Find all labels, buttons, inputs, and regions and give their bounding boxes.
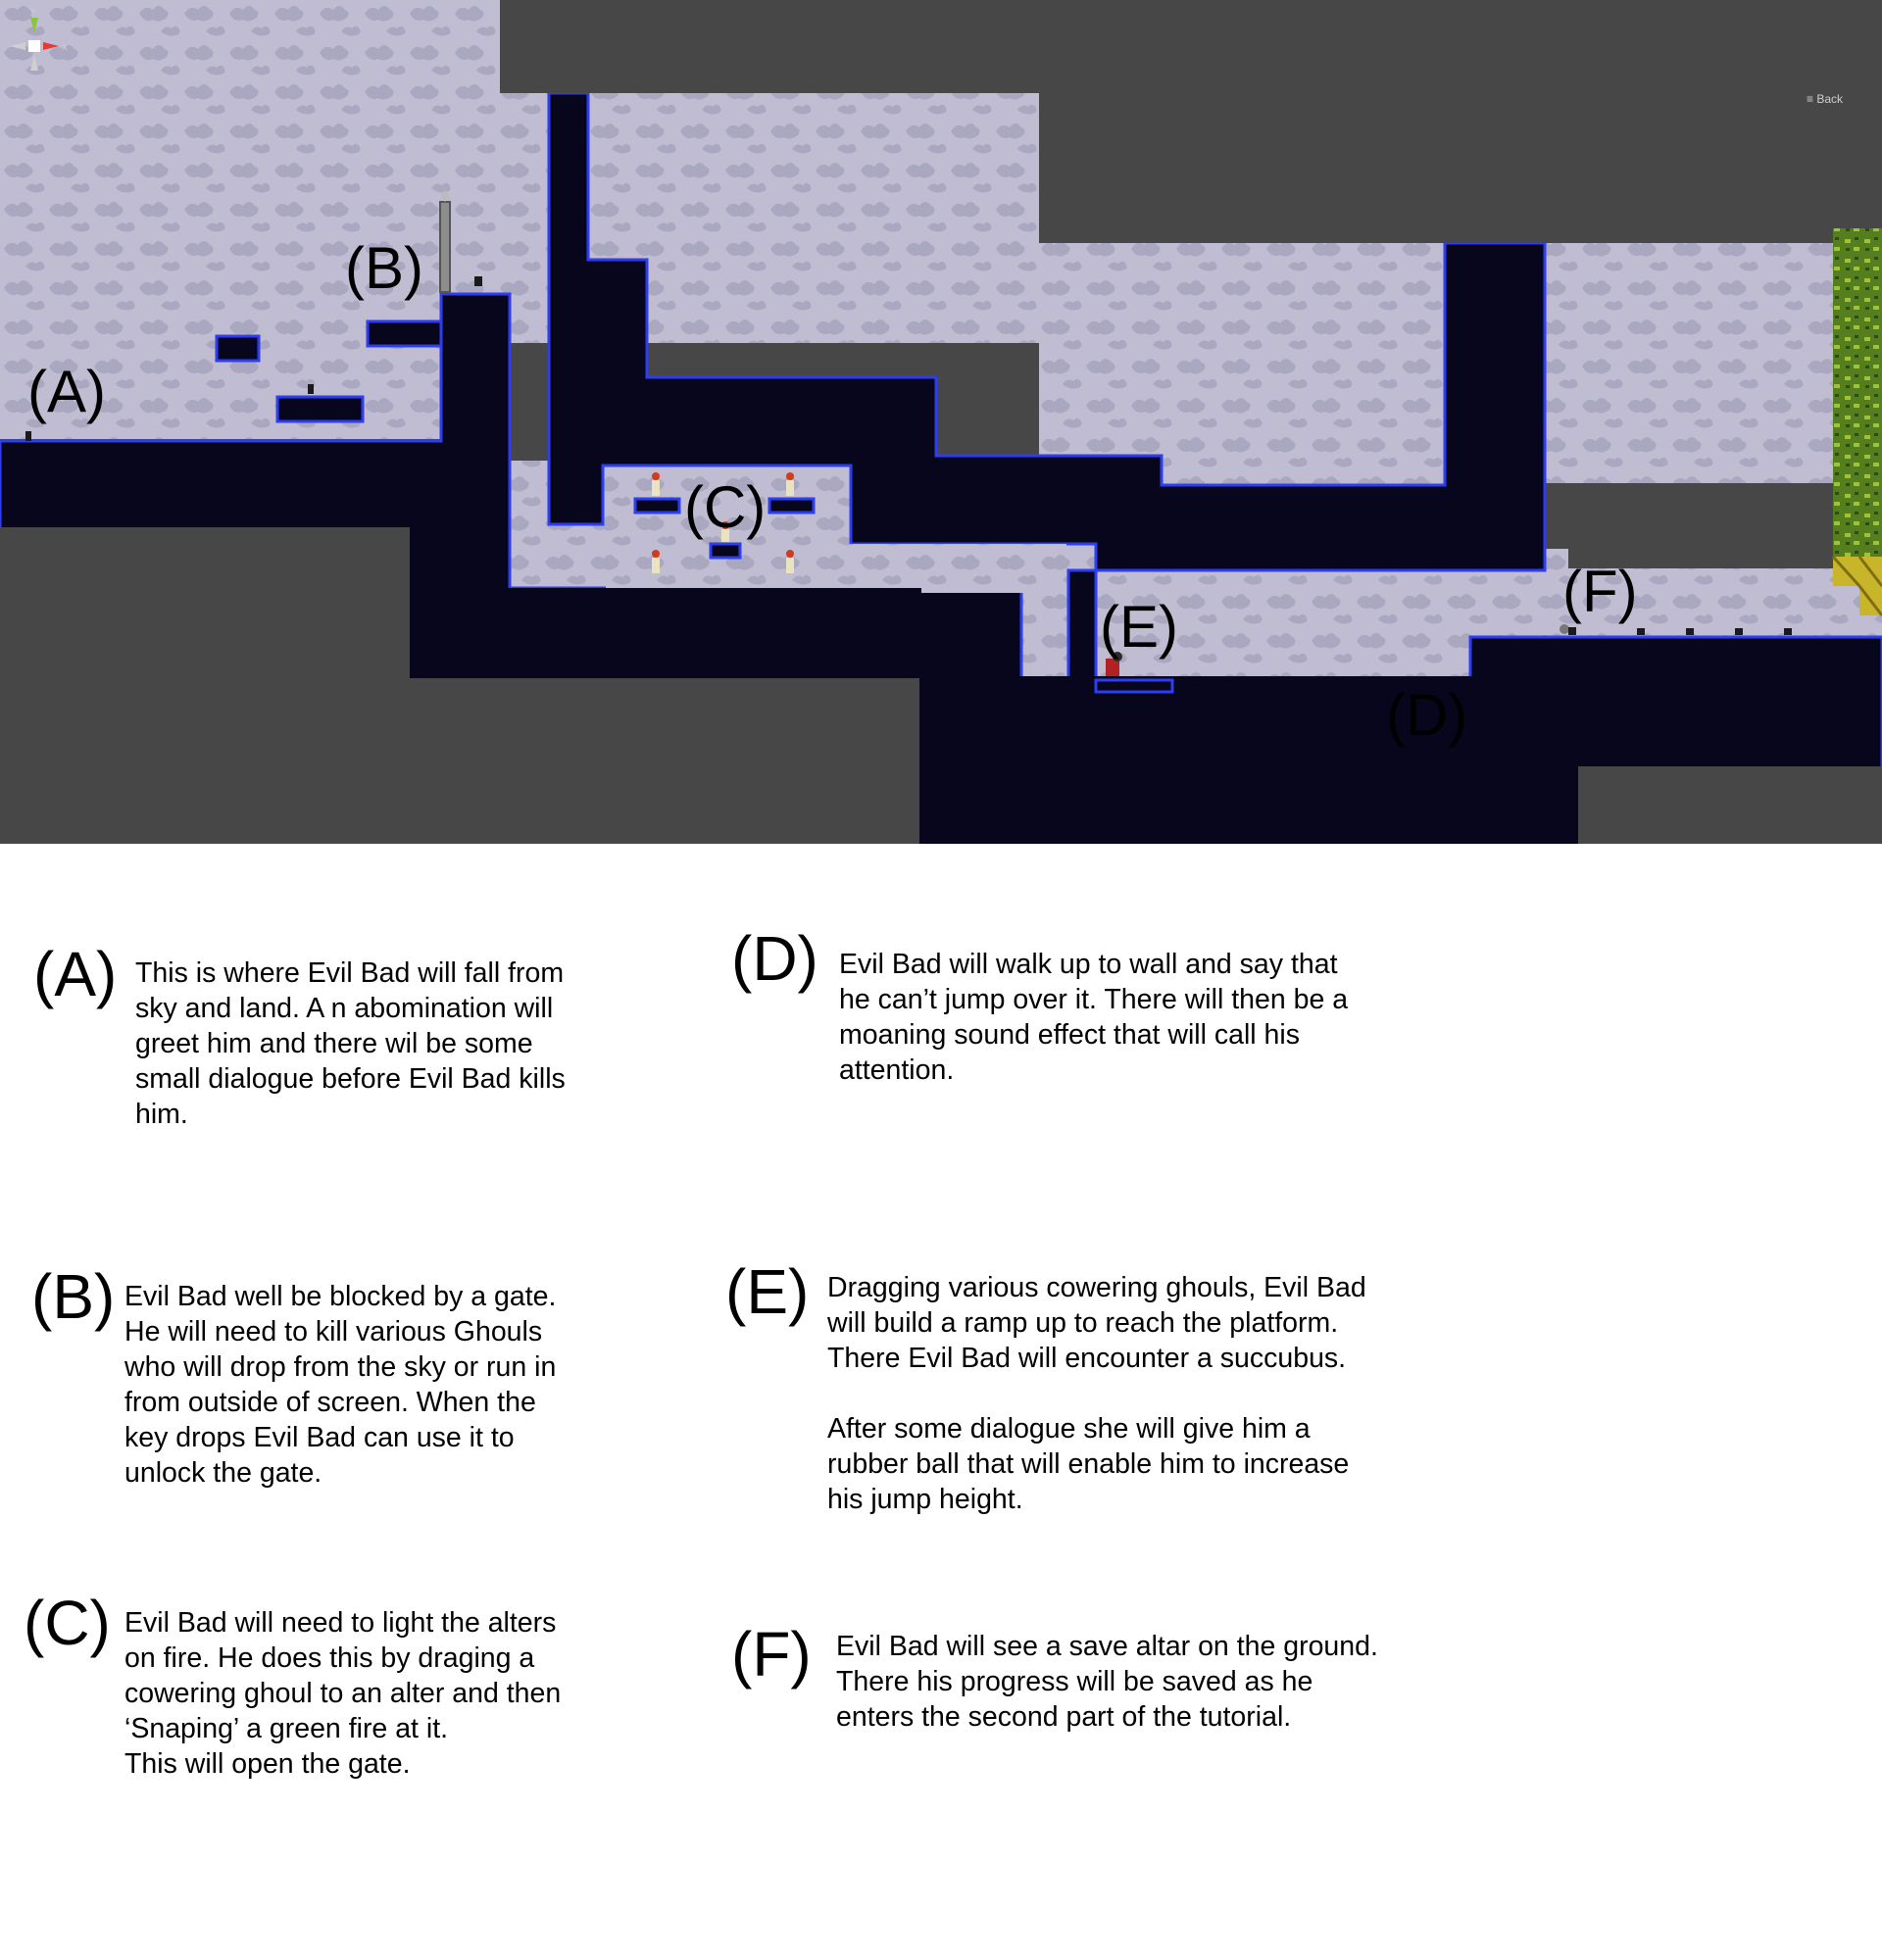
void-regions xyxy=(0,0,1882,844)
note-key-b: (B) xyxy=(31,1261,116,1332)
gizmo-y-label: y xyxy=(30,6,35,16)
level-map: (A) (B) (C) (D) (E) (F) y x ≡ Back xyxy=(0,0,1882,844)
note-text-e: Dragging various cowering ghouls, Evil B… xyxy=(827,1272,1366,1515)
gate xyxy=(439,190,451,293)
lower-pit xyxy=(412,588,1578,844)
map-label-c: (C) xyxy=(684,474,767,540)
map-label-d: (D) xyxy=(1386,682,1468,748)
note-text-b: Evil Bad well be blocked by a gate. He w… xyxy=(124,1281,557,1489)
map-label-a: (A) xyxy=(27,359,106,424)
note-key-d: (D) xyxy=(731,923,818,994)
map-label-b: (B) xyxy=(345,235,423,301)
note-key-c: (C) xyxy=(24,1588,111,1658)
vine-wall xyxy=(1831,228,1882,616)
platforms xyxy=(215,319,1174,694)
note-text-d: Evil Bad will walk up to wall and say th… xyxy=(839,949,1349,1086)
scene-gizmo[interactable]: y x xyxy=(0,0,78,102)
gizmo-view-label[interactable]: ≡ Back xyxy=(1807,92,1844,106)
note-text-c: Evil Bad will need to light the alters o… xyxy=(124,1607,562,1780)
gizmo-y-axis-icon[interactable] xyxy=(30,18,38,33)
note-key-a: (A) xyxy=(33,939,118,1009)
map-label-e: (E) xyxy=(1100,594,1178,660)
note-key-f: (F) xyxy=(731,1619,812,1690)
note-key-e: (E) xyxy=(725,1256,810,1327)
ghoul-sprites xyxy=(25,276,1792,635)
map-label-f: (F) xyxy=(1562,559,1638,624)
altar-room xyxy=(606,468,1066,593)
succubus-sprite xyxy=(1106,652,1122,676)
level-map-graphics xyxy=(0,0,1882,844)
gizmo-x-axis-icon[interactable] xyxy=(43,42,59,50)
fire-altars xyxy=(652,472,794,573)
gizmo-back-text: Back xyxy=(1816,92,1844,106)
gizmo-x-label: x xyxy=(63,42,68,52)
note-text-a: This is where Evil Bad will fall from sk… xyxy=(135,957,566,1130)
note-text-f: Evil Bad will see a save altar on the gr… xyxy=(836,1631,1378,1733)
